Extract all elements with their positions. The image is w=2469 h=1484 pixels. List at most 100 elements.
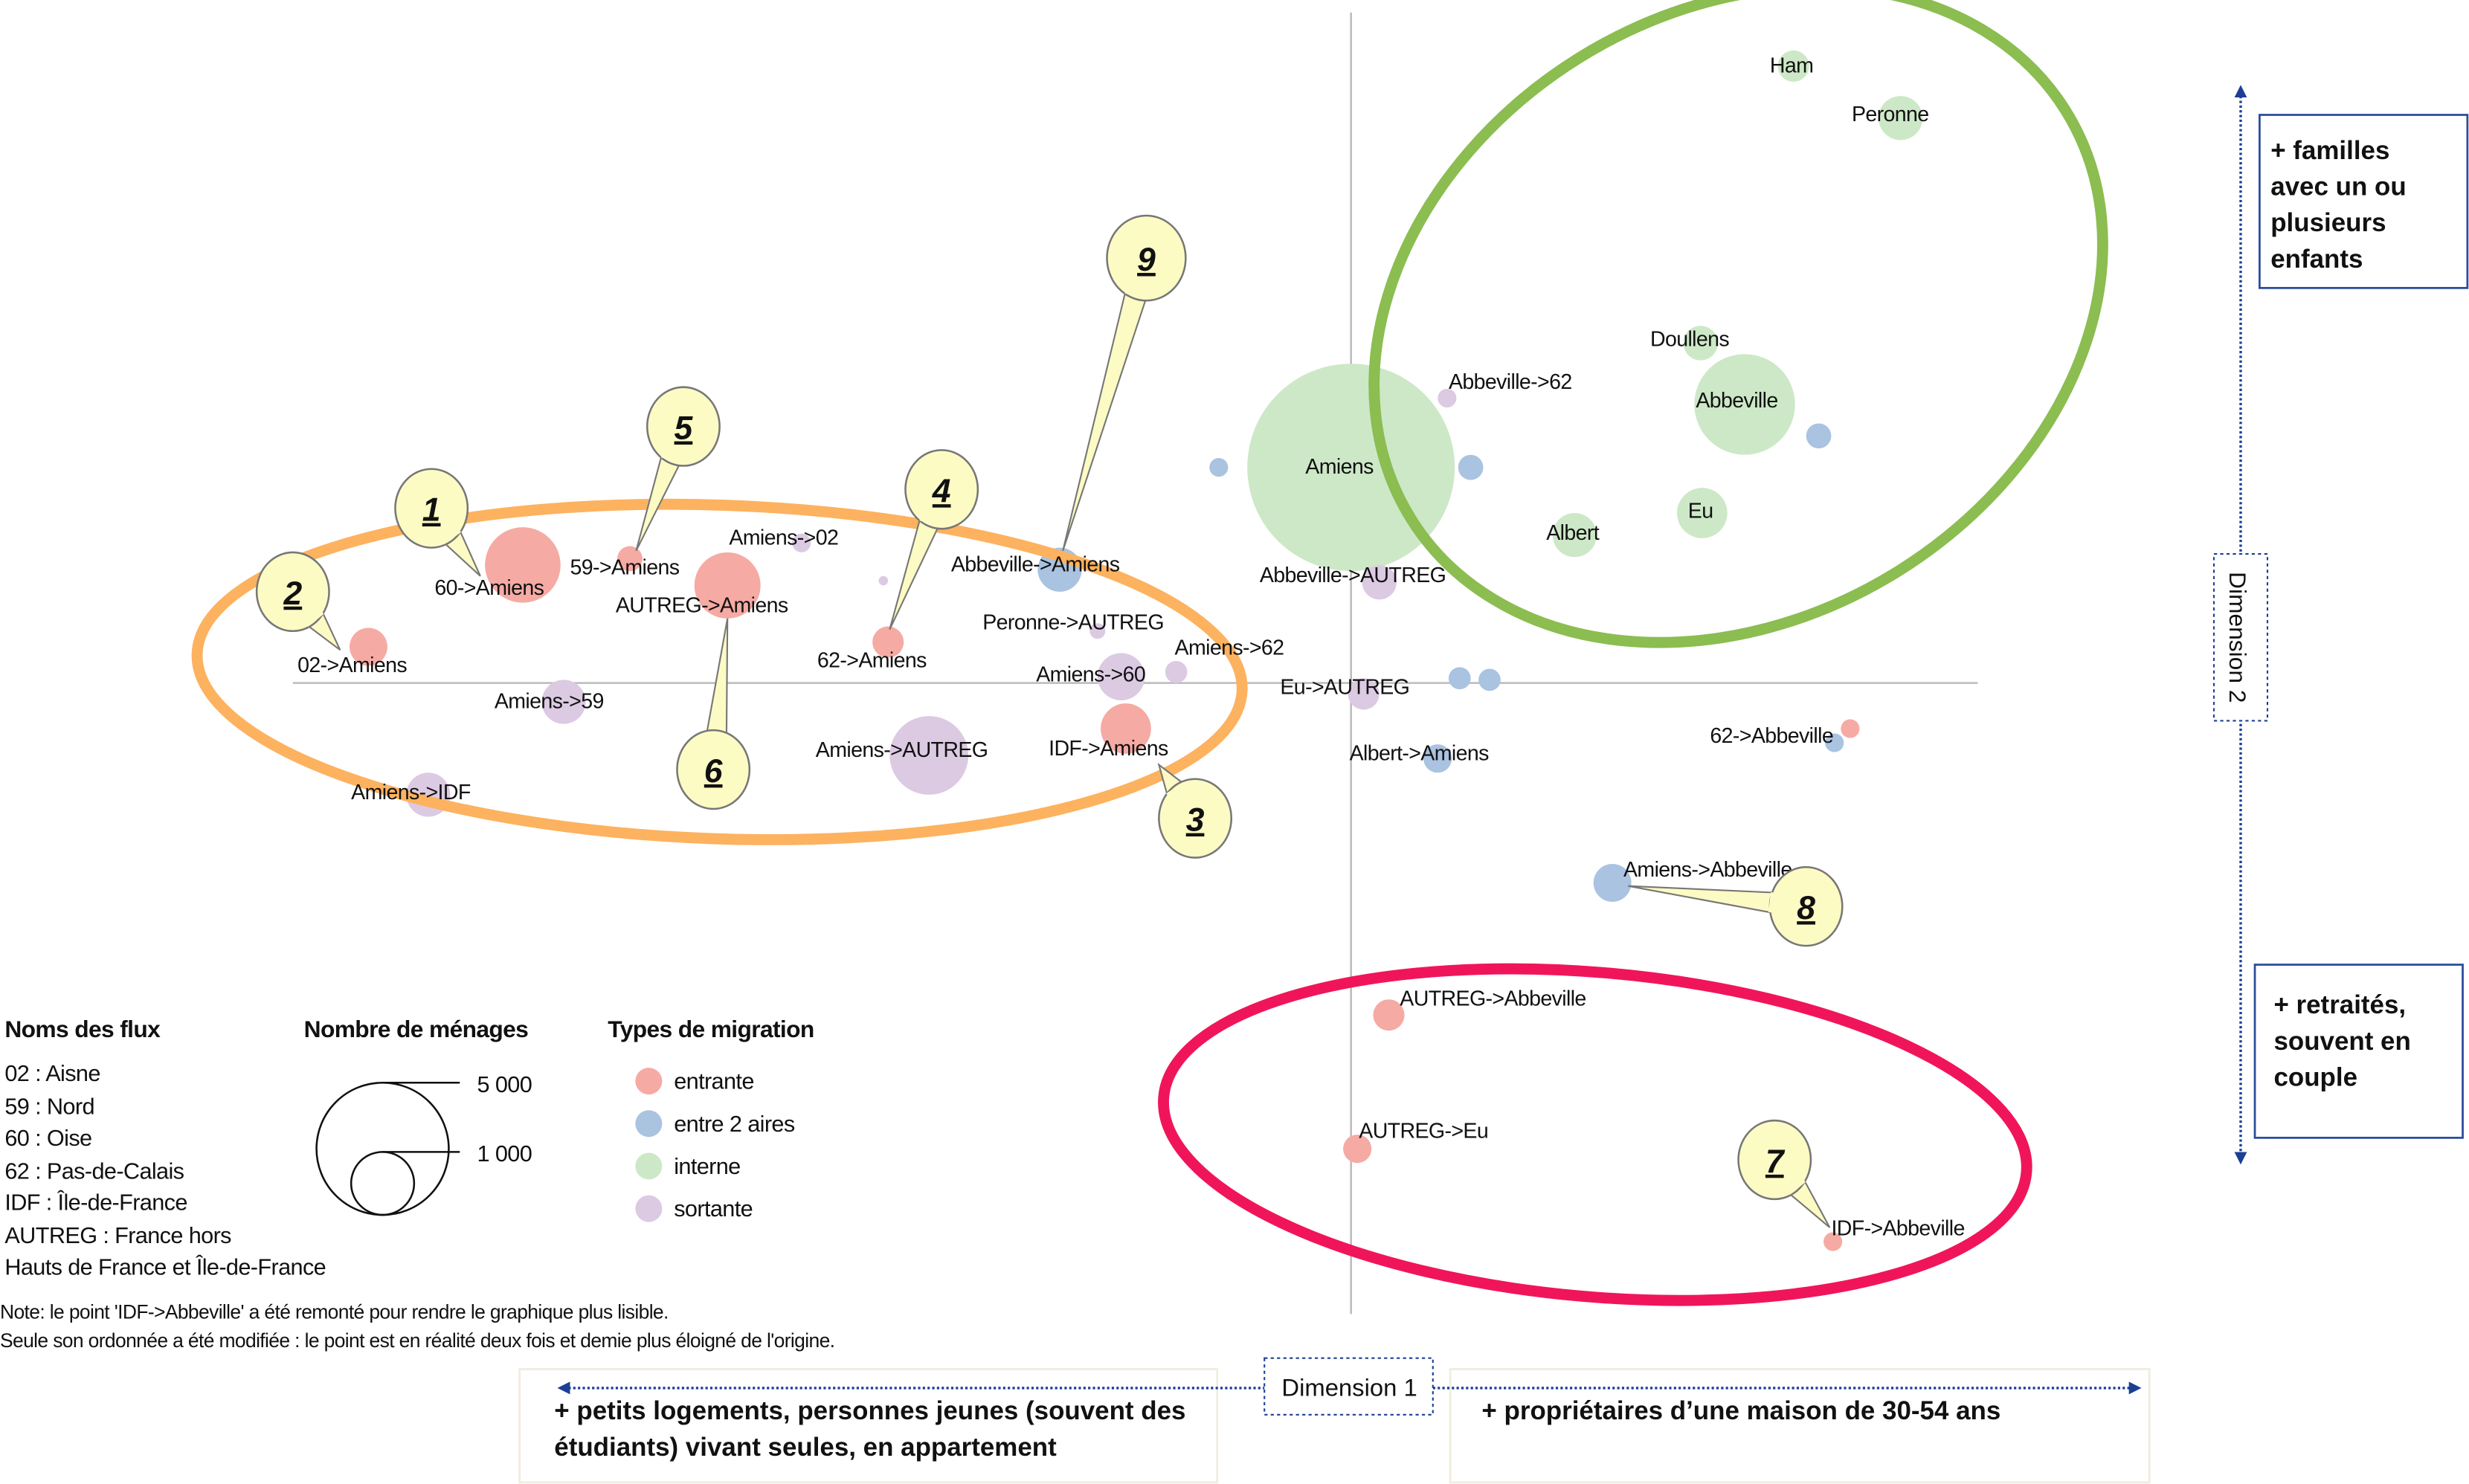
flux-name: IDF : Île-de-France xyxy=(4,1190,187,1216)
callout-joint xyxy=(706,732,727,738)
bubble-unlabeled-entre[interactable] xyxy=(1806,423,1832,449)
point-label: Abbeville->Amiens xyxy=(951,552,1120,576)
size-legend-circle-1000 xyxy=(350,1151,416,1216)
bubble-62-to-amiens[interactable] xyxy=(872,626,904,658)
callout-tail xyxy=(1062,290,1147,552)
bubble-amiens-to-59[interactable] xyxy=(541,680,586,724)
callout-3: 3 xyxy=(1157,762,1233,859)
bubble-abbeville-to-autreg[interactable] xyxy=(1362,564,1397,600)
note-line: Note: le point 'IDF->Abbeville' a été re… xyxy=(0,1301,669,1323)
bubble-autreg-to-abbeville[interactable] xyxy=(1373,999,1405,1031)
bubble-amiens-to-abbeville[interactable] xyxy=(1593,863,1632,902)
bubble-unlabeled-entre[interactable] xyxy=(1478,668,1501,691)
point-label: Ham xyxy=(1770,54,1813,77)
callout-tail xyxy=(705,618,729,737)
legend-swatch-sortante xyxy=(635,1195,663,1222)
bubble-unlabeled-entre[interactable] xyxy=(1448,667,1471,690)
callout-number: 7 xyxy=(1765,1143,1786,1180)
bubble-62-to-abbeville[interactable] xyxy=(1841,719,1860,738)
legend-label: sortante xyxy=(674,1196,753,1222)
point-label: Abbeville->AUTREG xyxy=(1260,564,1446,587)
bubble-unlabeled-entre[interactable] xyxy=(1209,458,1229,477)
bubble-60-to-amiens[interactable] xyxy=(485,527,561,603)
bubble-eu[interactable] xyxy=(1676,488,1728,538)
point-label: IDF->Abbeville xyxy=(1831,1217,1964,1241)
size-legend-title: Nombre de ménages xyxy=(304,1016,529,1042)
flux-name: Hauts de France et Île-de-France xyxy=(4,1254,326,1280)
bubble-unlabeled-entre[interactable] xyxy=(1458,454,1484,480)
callout-8: 8 xyxy=(1628,866,1844,947)
bubble-amiens-to-62[interactable] xyxy=(1165,660,1188,683)
bubble-abbeville[interactable] xyxy=(1694,354,1795,455)
point-label: Eu xyxy=(1688,499,1713,523)
bubble-albert[interactable] xyxy=(1552,513,1597,558)
callout-joint xyxy=(1768,892,1775,913)
point-label: Amiens->02 xyxy=(729,526,838,549)
callout-bubble xyxy=(646,386,721,467)
note-line: Seule son ordonnée a été modifiée : le p… xyxy=(0,1329,834,1352)
bubble-amiens-to-60[interactable] xyxy=(1097,653,1145,700)
callout-1: 1 xyxy=(394,468,481,577)
bubble-59-to-amiens[interactable] xyxy=(617,546,643,572)
size-legend: Nombre de ménages 5 000 1 000 xyxy=(304,1016,532,1216)
size-legend-circle-5000 xyxy=(315,1081,450,1216)
callout-number: 5 xyxy=(675,410,694,447)
bubble-eu-to-autreg[interactable] xyxy=(1348,678,1380,710)
dim1-negative-text: + petits logements, personnes jeunes (so… xyxy=(554,1396,1193,1462)
bubble-amiens-to-autreg[interactable] xyxy=(889,716,969,795)
bubble-idf-to-amiens[interactable] xyxy=(1101,703,1151,754)
callout-number: 9 xyxy=(1137,242,1156,278)
callout-bubble xyxy=(1737,1119,1812,1201)
point-label: Amiens->60 xyxy=(1036,663,1145,687)
bubble-amiens[interactable] xyxy=(1247,364,1455,572)
flux-name: 59 : Nord xyxy=(4,1094,94,1120)
bubble-unlabeled-sortante[interactable] xyxy=(878,575,889,586)
flux-names-legend: Noms des flux 02 : Aisne 59 : Nord 60 : … xyxy=(4,1016,326,1280)
point-label: Abbeville xyxy=(1696,389,1777,413)
callout-4: 4 xyxy=(889,449,979,630)
dim2-label-box xyxy=(2212,553,2269,722)
bubble-idf-to-abbeville[interactable] xyxy=(1823,1232,1843,1251)
bubble-02-to-amiens[interactable] xyxy=(349,628,387,666)
callout-joint xyxy=(1787,1178,1806,1195)
size-legend-label-1000: 1 000 xyxy=(477,1141,532,1167)
callout-number: 8 xyxy=(1797,890,1815,926)
point-label: Peronne->AUTREG xyxy=(982,611,1164,635)
callout-number: 1 xyxy=(422,492,441,529)
point-label: Amiens->59 xyxy=(495,689,604,713)
point-label: 60->Amiens xyxy=(434,576,544,600)
bubble-amiens-to-02[interactable] xyxy=(792,533,811,552)
callout-joint xyxy=(919,516,940,528)
callout-bubble xyxy=(676,729,751,810)
point-label: Amiens->IDF xyxy=(351,781,471,804)
bubble-abbeville-to-62[interactable] xyxy=(1438,388,1457,408)
bubble-autreg-to-amiens[interactable] xyxy=(694,552,761,619)
legend-label: entrante xyxy=(674,1068,754,1094)
point-label: Amiens xyxy=(1305,455,1374,479)
flux-name: 02 : Aisne xyxy=(4,1060,100,1086)
size-legend-label-5000: 5 000 xyxy=(477,1071,532,1097)
legend-swatch-entre xyxy=(635,1110,663,1138)
bubble-peronne-to-autreg[interactable] xyxy=(1089,623,1106,639)
point-label: AUTREG->Amiens xyxy=(616,593,788,617)
callout-joint xyxy=(442,529,461,544)
callout-6: 6 xyxy=(676,618,751,810)
callout-joint xyxy=(660,454,681,465)
callout-bubble xyxy=(394,468,469,549)
callout-joint xyxy=(1166,782,1185,797)
flux-name: 60 : Oise xyxy=(4,1125,91,1151)
bubble-unlabeled-entre[interactable] xyxy=(1825,733,1844,752)
bubble-ham[interactable] xyxy=(1777,50,1809,82)
dim1-negative-box xyxy=(518,1368,1219,1484)
bubble-autreg-to-eu[interactable] xyxy=(1343,1135,1372,1164)
callout-bubble xyxy=(904,449,979,530)
bubble-peronne[interactable] xyxy=(1879,96,1923,141)
bubble-doullens[interactable] xyxy=(1683,326,1718,361)
legend-swatch-interne xyxy=(635,1152,663,1180)
dim1-positive-text: + propriétaires d’une maison de 30-54 an… xyxy=(1481,1396,2000,1425)
dim1-label-box xyxy=(1264,1357,1434,1416)
bubble-albert-to-amiens[interactable] xyxy=(1423,744,1452,773)
